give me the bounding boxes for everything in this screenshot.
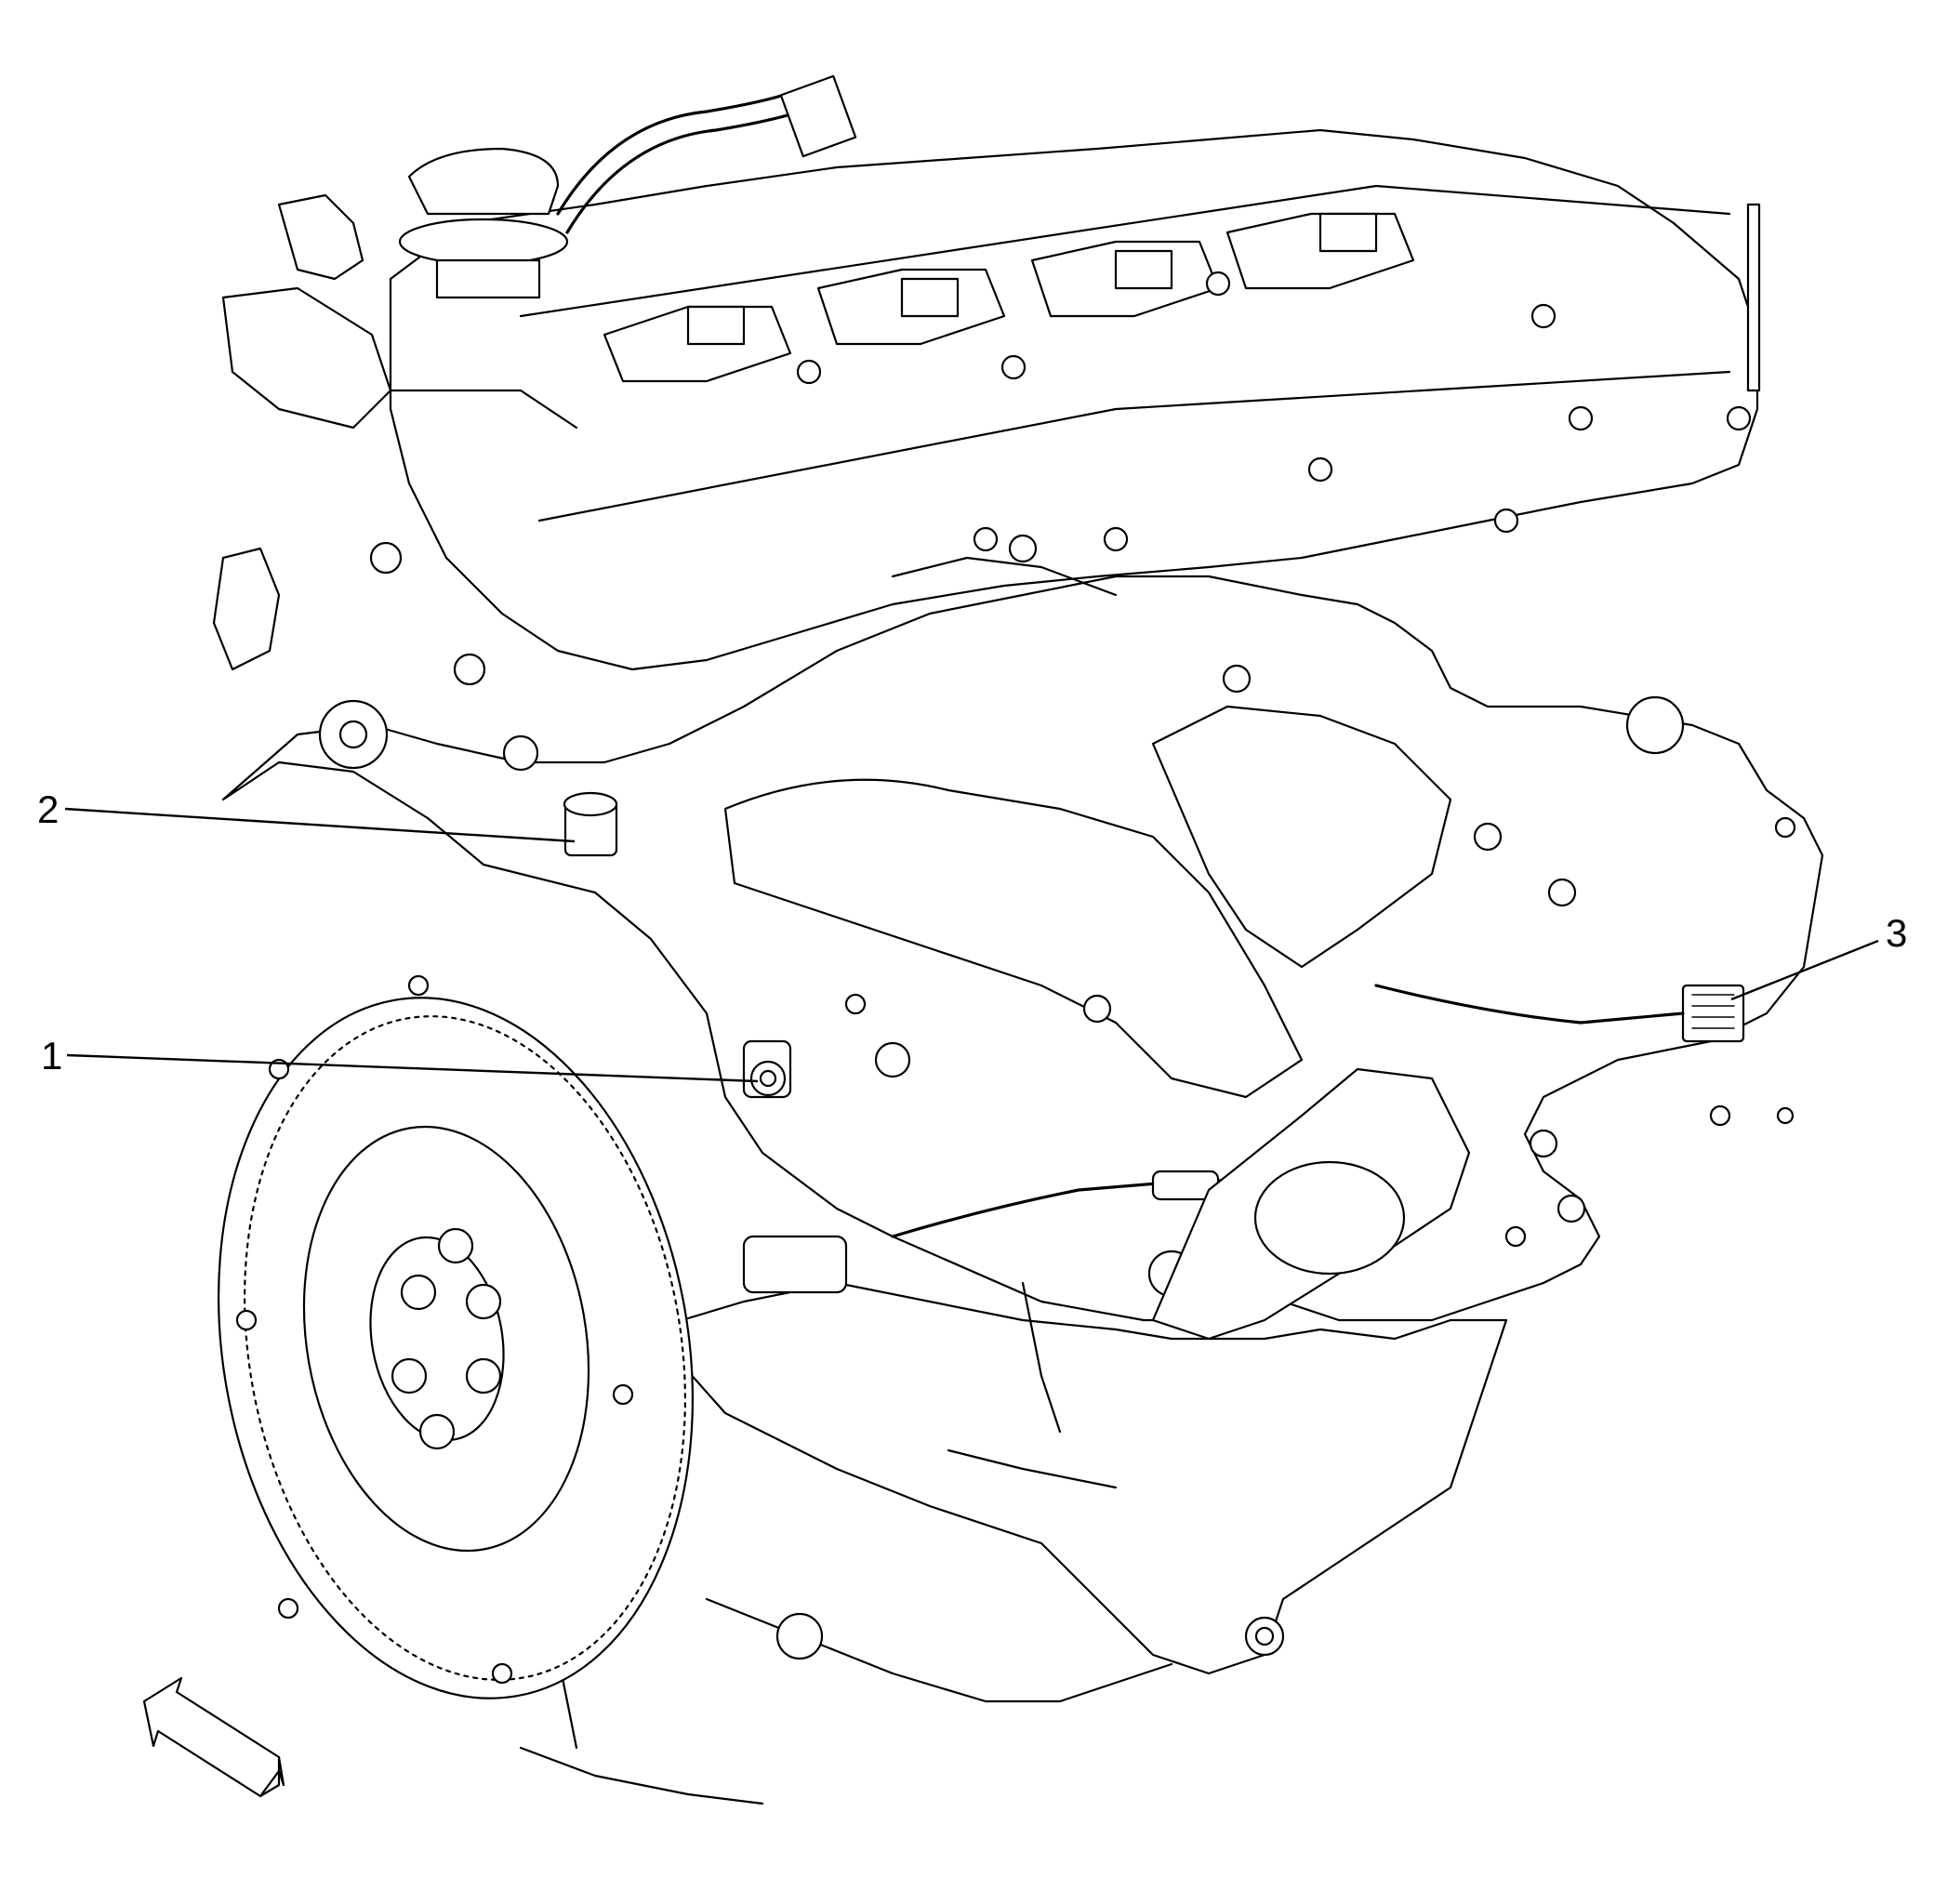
sensor-2 — [563, 791, 618, 857]
flywheel — [218, 974, 694, 1699]
bolts — [796, 271, 1796, 1248]
callout-1-label: 1 — [41, 1034, 62, 1078]
oil-fill-cap — [398, 147, 569, 299]
left-components — [212, 193, 539, 772]
callout-3-group: 3 — [1730, 911, 1907, 1001]
callout-1-leader — [66, 1053, 759, 1083]
callout-2-label: 2 — [37, 787, 59, 831]
callout-1-group: 1 — [41, 1034, 759, 1083]
wiring-harness — [742, 1170, 1229, 1294]
callout-3-label: 3 — [1886, 911, 1907, 955]
front-direction-arrow-icon — [142, 1676, 285, 1798]
engine-mount-bracket — [1151, 1067, 1471, 1341]
exhaust-manifold — [723, 556, 1452, 1099]
callout-2-group: 2 — [37, 787, 576, 843]
callout-3-leader — [1730, 939, 1879, 1001]
upper-hose — [556, 74, 1761, 392]
sensor-1 — [742, 1039, 792, 1099]
sensor-3 — [1374, 984, 1745, 1043]
callout-2-leader — [64, 807, 576, 843]
valve-cover — [389, 128, 1759, 671]
